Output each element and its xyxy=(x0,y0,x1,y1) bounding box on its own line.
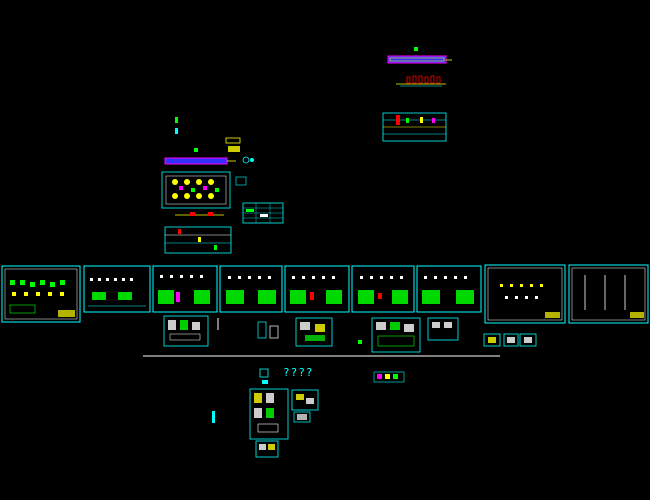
drawing-sheet-8[interactable] xyxy=(484,264,566,324)
drawing-sheet-row[interactable] xyxy=(1,264,649,324)
drawing-sheet-4[interactable] xyxy=(219,265,283,313)
question-marks-annotation: ???? xyxy=(283,366,314,379)
drawing-sheet-9[interactable] xyxy=(568,264,649,324)
drawing-sheet-7[interactable] xyxy=(416,265,482,313)
drawing-sheet-1[interactable] xyxy=(1,265,81,323)
drawing-sheet-6[interactable] xyxy=(351,265,415,313)
top-right-drawing-cluster[interactable] xyxy=(382,47,452,142)
drawing-sheet-5[interactable] xyxy=(284,265,350,313)
left-center-drawing-cluster[interactable] xyxy=(161,117,284,254)
bottom-detail-cluster[interactable] xyxy=(212,368,405,458)
drawing-sheet-2[interactable] xyxy=(83,265,151,313)
detail-clusters-lower-row[interactable] xyxy=(163,315,537,353)
drawing-sheet-3[interactable] xyxy=(152,265,218,313)
